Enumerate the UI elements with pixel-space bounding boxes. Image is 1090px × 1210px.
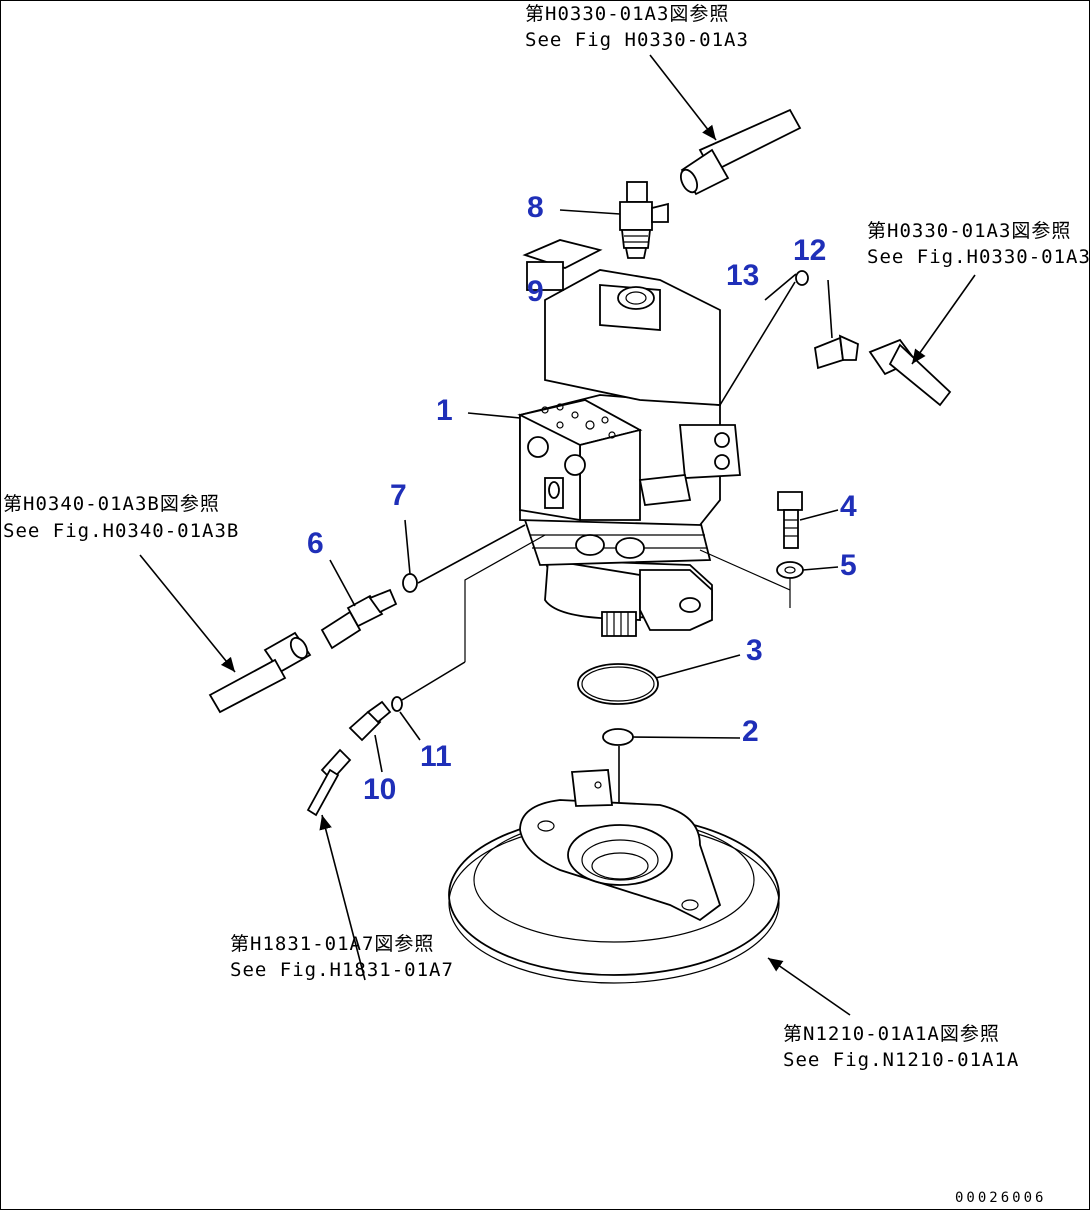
part-13-oring	[719, 270, 809, 406]
part-number-10: 10	[363, 773, 396, 806]
left-hose	[139, 554, 312, 714]
part-4-bolt	[777, 491, 839, 549]
part-number-2: 2	[742, 715, 759, 748]
part-11-oring	[391, 534, 546, 741]
ref-bottom-left-jp: 第H1831-01A7図参照	[230, 933, 434, 955]
ref-top-jp: 第H0330-01A3図参照	[525, 3, 729, 25]
part-5-washer	[699, 549, 839, 608]
part-12-elbow	[814, 279, 859, 370]
ref-bottom-right-jp: 第N1210-01A1A図参照	[783, 1023, 1000, 1045]
part-number-6: 6	[307, 527, 324, 560]
ref-top-en: See Fig H0330-01A3	[525, 29, 749, 51]
ref-bottom-left-en: See Fig.H1831-01A7	[230, 959, 454, 981]
part-7-oring	[402, 519, 526, 593]
part-6-fitting	[320, 559, 398, 650]
ref-bottom-right-en: See Fig.N1210-01A1A	[783, 1049, 1019, 1071]
ref-left-jp: 第H0340-01A3B図参照	[3, 493, 220, 515]
part-number-11: 11	[420, 740, 452, 773]
part-3-ring	[577, 654, 741, 705]
document-id: 00026006	[955, 1190, 1046, 1206]
part-number-5: 5	[840, 549, 857, 582]
part-number-1: 1	[436, 394, 453, 427]
part-10-sensor	[306, 700, 392, 981]
swing-circle-plate	[448, 769, 851, 1016]
part-number-13: 13	[726, 259, 759, 292]
part-number-12: 12	[793, 234, 826, 267]
ref-right-en: See Fig.H0330-01A3	[867, 246, 1090, 268]
swing-motor-body	[517, 239, 741, 637]
ref-left-en: See Fig.H0340-01A3B	[3, 520, 239, 542]
ref-right-jp: 第H0330-01A3図参照	[867, 220, 1071, 242]
part-number-8: 8	[527, 191, 544, 224]
part-number-3: 3	[746, 634, 763, 667]
part-number-9: 9	[527, 275, 544, 308]
part-number-7: 7	[390, 479, 407, 512]
part-number-4: 4	[840, 490, 857, 523]
part-8-valve	[559, 181, 669, 259]
top-hose	[649, 54, 802, 196]
right-hose	[868, 274, 976, 407]
